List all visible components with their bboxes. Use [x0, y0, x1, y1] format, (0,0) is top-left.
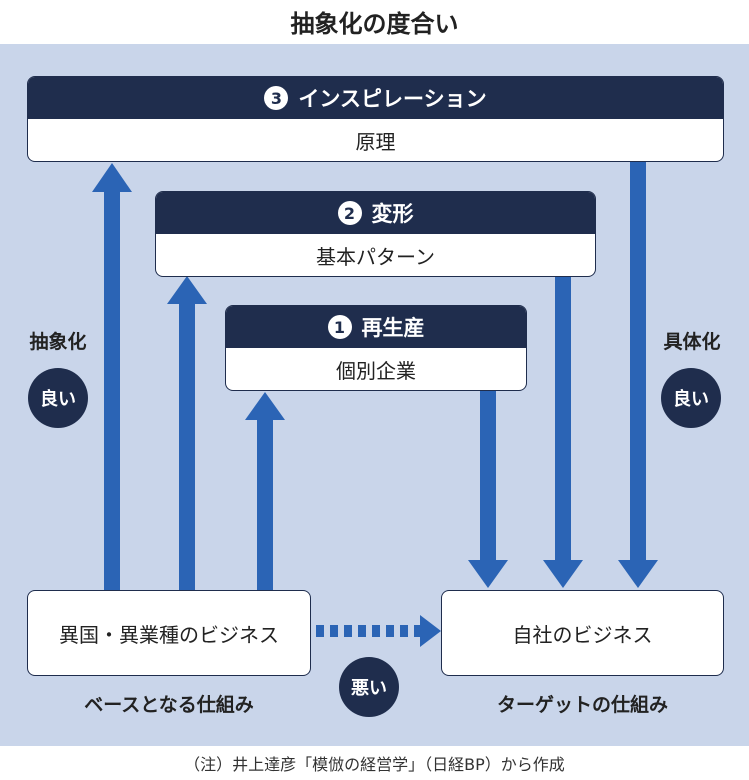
- right-axis-label: 具体化: [663, 331, 721, 353]
- level3-heading: インスピレーション: [298, 87, 487, 111]
- left-axis-badge: 良い: [28, 368, 88, 428]
- level3-header: 3 インスピレーション: [28, 77, 723, 119]
- source-footnote: （注）井上達彦「模倣の経営学」（日経BP）から作成: [184, 755, 565, 774]
- target-business-box: 自社のビジネス: [441, 590, 724, 676]
- arrow-down-from-principle: [618, 161, 658, 588]
- diagram-title: 抽象化の度合い: [290, 9, 459, 38]
- level1-number: 1: [327, 315, 352, 339]
- level1-box: 1 再生産 個別企業: [225, 305, 527, 391]
- level3-box: 3 インスピレーション 原理: [27, 76, 724, 162]
- level3-body: 原理: [355, 129, 396, 154]
- arrow-down-from-pattern: [543, 277, 583, 588]
- arrow-direct-copy: [316, 615, 441, 647]
- level2-heading: 変形: [371, 202, 414, 226]
- source-business-box: 異国・異業種のビジネス: [27, 590, 311, 676]
- level1-heading: 再生産: [361, 316, 425, 340]
- arrow-up-to-pattern: [167, 276, 207, 590]
- source-caption: ベースとなる仕組み: [84, 694, 254, 716]
- level3-number: 3: [264, 86, 289, 110]
- arrow-up-to-principle: [92, 163, 132, 590]
- level1-header: 1 再生産: [226, 306, 526, 348]
- direct-copy-badge: 悪い: [339, 657, 399, 717]
- arrow-down-from-company: [468, 391, 508, 588]
- level2-box: 2 変形 基本パターン: [155, 191, 596, 277]
- level2-body: 基本パターン: [316, 244, 435, 269]
- arrow-up-to-company: [245, 392, 285, 590]
- level1-body: 個別企業: [336, 358, 416, 383]
- left-axis-label: 抽象化: [29, 331, 87, 353]
- level2-number: 2: [337, 201, 362, 225]
- level2-header: 2 変形: [156, 192, 595, 234]
- target-caption: ターゲットの仕組み: [496, 694, 668, 716]
- right-axis-badge: 良い: [661, 368, 721, 428]
